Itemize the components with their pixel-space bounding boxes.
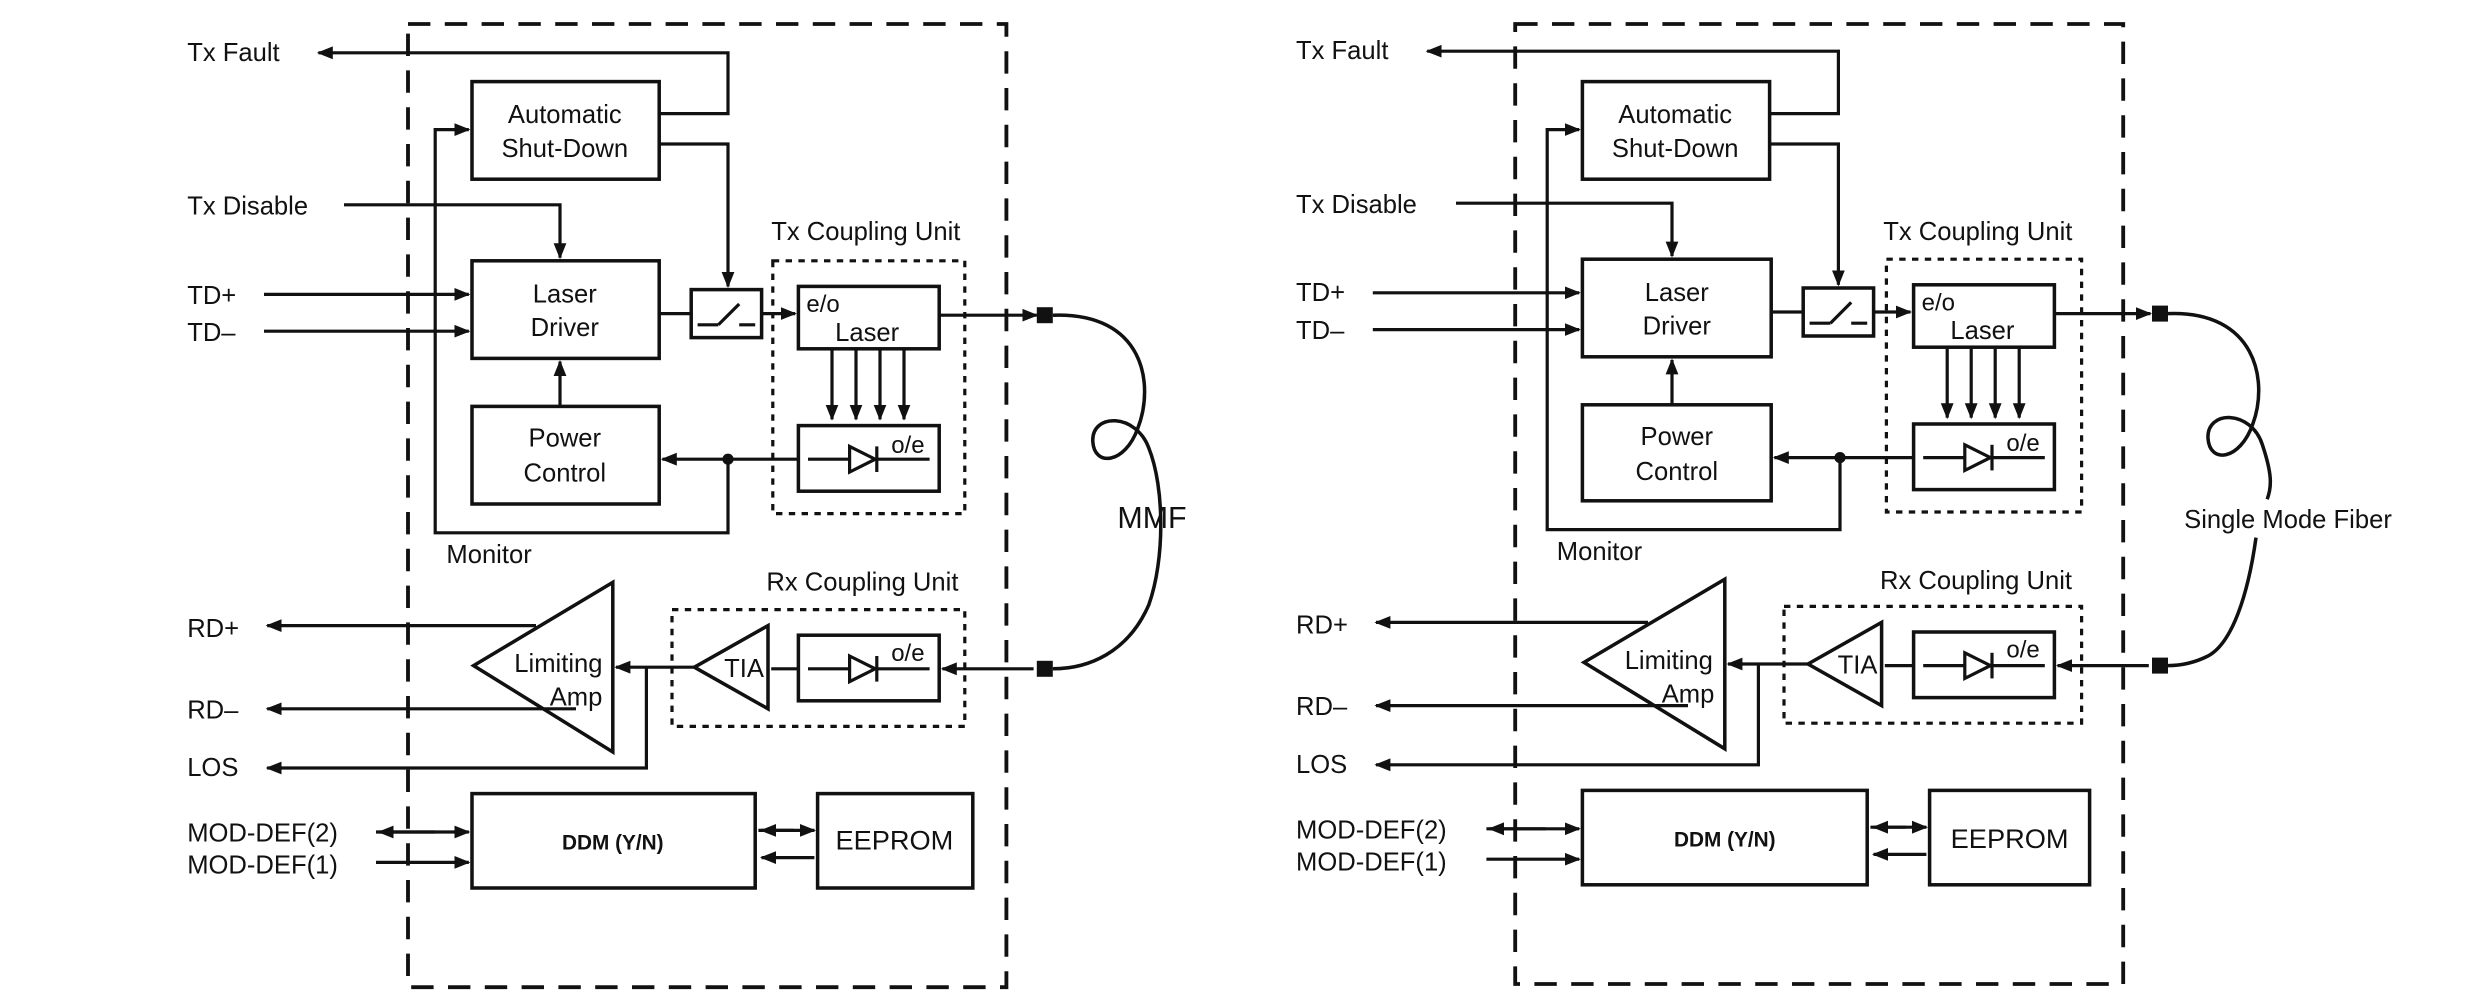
- laser-driver-block: Laser Driver: [470, 259, 661, 361]
- eeprom-block: EEPROM: [1927, 788, 2092, 887]
- tia-block: TIA: [1804, 619, 1884, 709]
- eeprom-block: EEPROM: [815, 791, 975, 890]
- tx-coupling-unit: [1884, 257, 2084, 514]
- limiting-amp-block: Limiting Amp: [470, 579, 615, 756]
- light-arrows: [825, 350, 911, 421]
- tx-fault-label: Tx Fault: [1296, 37, 1388, 65]
- amp-label-2: Amp: [1662, 680, 1715, 708]
- signal-wiring: [264, 46, 1039, 869]
- los-label: LOS: [1296, 751, 1347, 779]
- rd-minus-label: RD–: [187, 696, 239, 724]
- power-control-block: Power Control: [1580, 403, 1773, 503]
- pc-label-1: Power: [529, 424, 602, 452]
- td-plus-label: TD+: [1296, 279, 1345, 307]
- amp-label-2: Amp: [550, 684, 603, 712]
- asd-label-1: Automatic: [508, 101, 622, 129]
- monitor-label: Monitor: [1557, 538, 1643, 566]
- ld-label-2: Driver: [531, 314, 600, 342]
- los-label: LOS: [187, 754, 238, 782]
- td-minus-label: TD–: [1296, 317, 1345, 345]
- single-mode-fiber: Single Mode Fiber: [2152, 305, 2392, 674]
- ddm-block: DDM (Y/N): [1580, 788, 1869, 887]
- module-boundary: [1513, 22, 2126, 986]
- ddm-block: DDM (Y/N): [470, 791, 757, 890]
- asd-label-2: Shut-Down: [1612, 135, 1739, 163]
- limiting-amp-block: Limiting Amp: [1580, 576, 1727, 752]
- tia-label: TIA: [1838, 652, 1879, 680]
- multimode-fiber: MMF: [1036, 307, 1187, 677]
- rx-photodiode: o/e: [1911, 630, 2057, 700]
- rx-photodiode: o/e: [796, 633, 941, 703]
- amp-label-1: Limiting: [514, 650, 602, 678]
- rd-minus-label: RD–: [1296, 693, 1348, 721]
- oe-rx-label: o/e: [891, 640, 924, 667]
- automatic-shutdown-block: Automatic Shut-Down: [470, 79, 661, 181]
- rd-plus-label: RD+: [1296, 612, 1348, 640]
- pc-label-2: Control: [1636, 458, 1719, 486]
- mod-def-2-label: MOD-DEF(2): [1296, 816, 1447, 844]
- power-control-block: Power Control: [470, 404, 661, 506]
- ddm-label: DDM (Y/N): [1674, 828, 1776, 851]
- ddm-label: DDM (Y/N): [562, 832, 664, 855]
- laser-label: Laser: [835, 319, 899, 347]
- rx-coupling-label: Rx Coupling Unit: [1880, 567, 2072, 595]
- light-arrows: [1940, 348, 2026, 420]
- eo-label: e/o: [1922, 289, 1955, 316]
- diagram-multimode: Automatic Shut-Down Laser Driver Power C…: [187, 22, 1187, 990]
- tx-fault-label: Tx Fault: [187, 39, 279, 67]
- amp-label-1: Limiting: [1625, 647, 1713, 675]
- monitor-photodiode: o/e: [796, 423, 941, 493]
- ld-label-2: Driver: [1643, 312, 1712, 340]
- tx-coupling-label: Tx Coupling Unit: [1883, 218, 2072, 246]
- mod-def-1-label: MOD-DEF(1): [187, 852, 338, 880]
- fiber-label: MMF: [1117, 501, 1186, 535]
- fiber-label: Single Mode Fiber: [2184, 506, 2392, 534]
- diagram-single-mode: Automatic Shut-Down Laser Driver Power C…: [1296, 22, 2392, 986]
- tia-label: TIA: [724, 655, 765, 683]
- oe-tx-label: o/e: [2006, 430, 2039, 457]
- tx-coupling-label: Tx Coupling Unit: [771, 218, 960, 246]
- pc-label-2: Control: [524, 460, 607, 488]
- ld-label-1: Laser: [1645, 279, 1709, 307]
- laser-block: e/o Laser: [796, 284, 941, 351]
- eo-label: e/o: [806, 291, 839, 318]
- td-plus-label: TD+: [187, 282, 236, 310]
- switch-icon: [689, 287, 764, 340]
- mod-def-1-label: MOD-DEF(1): [1296, 848, 1447, 876]
- monitor-photodiode: o/e: [1911, 422, 2057, 492]
- laser-driver-block: Laser Driver: [1580, 257, 1773, 359]
- monitor-label: Monitor: [446, 541, 532, 569]
- laser-block: e/o Laser: [1911, 283, 2057, 349]
- module-boundary: [406, 22, 1009, 990]
- ld-label-1: Laser: [533, 280, 597, 308]
- pc-label-1: Power: [1641, 423, 1714, 451]
- eeprom-label: EEPROM: [835, 825, 953, 856]
- rx-coupling-label: Rx Coupling Unit: [766, 568, 958, 596]
- tia-block: TIA: [690, 622, 770, 712]
- oe-tx-label: o/e: [891, 432, 924, 459]
- switch-icon: [1801, 286, 1876, 338]
- rd-plus-label: RD+: [187, 615, 239, 643]
- asd-label-1: Automatic: [1618, 101, 1732, 129]
- td-minus-label: TD–: [187, 319, 236, 347]
- tx-disable-label: Tx Disable: [1296, 191, 1417, 219]
- mod-def-2-label: MOD-DEF(2): [187, 820, 338, 848]
- tx-disable-label: Tx Disable: [187, 192, 308, 220]
- eeprom-label: EEPROM: [1951, 823, 2069, 854]
- oe-rx-label: o/e: [2006, 637, 2039, 664]
- automatic-shutdown-block: Automatic Shut-Down: [1580, 79, 1772, 181]
- laser-label: Laser: [1950, 317, 2014, 345]
- signal-wiring: [1372, 44, 2152, 866]
- tx-coupling-unit: [771, 259, 967, 516]
- asd-label-2: Shut-Down: [501, 135, 628, 163]
